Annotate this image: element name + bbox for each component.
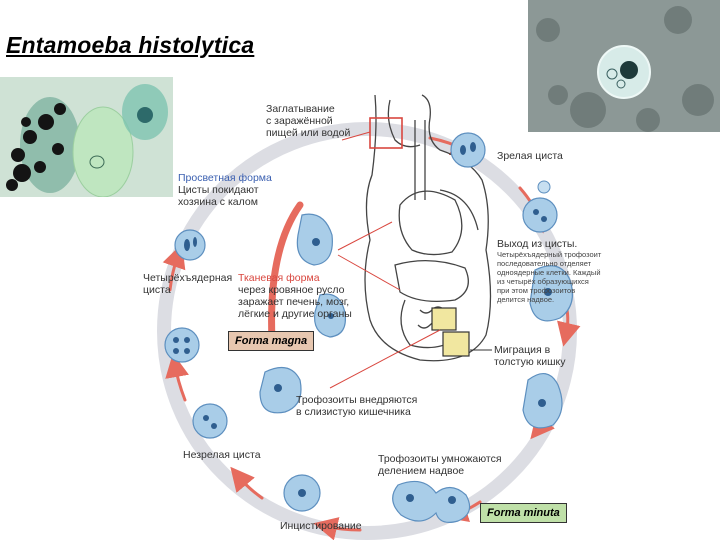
invading-trophozoite-cell [260,368,301,413]
forma-magna-box: Forma magna [228,331,314,351]
label-tissue-form-title: Тканевая форма [238,272,320,284]
mature-cyst-cell [451,133,485,167]
colon-trophozoite-cell [523,374,562,428]
label-encystation: Инцистирование [280,520,362,532]
shed-cyst-cell [175,230,205,260]
label-migration: Миграция в толстую кишку [494,344,566,368]
forma-minuta-box: Forma minuta [480,503,567,523]
label-tissue-form-text: через кровяное русло заражает печень, мо… [238,284,352,320]
pointer-lines [330,132,440,388]
label-excystation-note: Четырёхъядерный трофозоит последовательн… [497,250,601,304]
label-swallowing: Заглатывание с заражённой пищей или водо… [266,103,350,139]
intestine-box-2 [443,332,469,356]
label-mature-cyst: Зрелая циста [497,150,563,162]
label-trophozoites-invade: Трофозоиты внедряются в слизистую кишечн… [296,394,417,418]
label-immature-cyst: Незрелая циста [183,449,261,461]
label-cysts-leave: Цисты покидают хозяина с калом [178,184,259,208]
label-four-nucleus-cyst: Четырёхъядерная циста [143,272,232,296]
tissue-trophozoite-cell [297,214,332,265]
excystation-cell [523,181,557,232]
encystation-cell [284,475,320,511]
intestine-box-1 [432,308,456,330]
immature-cyst-cell [193,404,227,438]
four-nucleus-cyst-cell [165,328,199,362]
label-excystation: Выход из цисты. [497,238,577,250]
label-trophozoites-multiply: Трофозоиты умножаются делением надвое [378,453,502,477]
label-luminal-form: Просветная форма [178,172,272,184]
multiplying-trophozoites-cell [393,481,470,522]
